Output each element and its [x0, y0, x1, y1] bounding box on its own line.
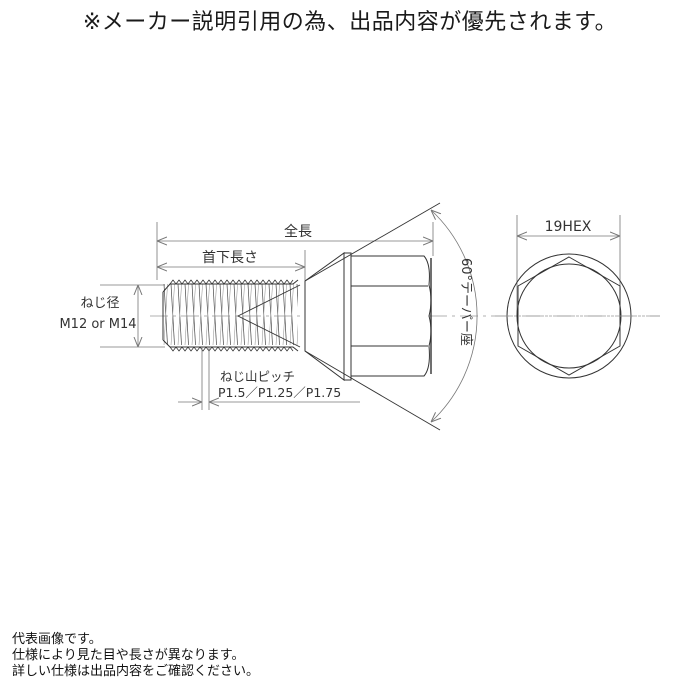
- under-head-length-dimension: 首下長さ: [157, 250, 306, 281]
- under-head-length-label: 首下長さ: [202, 250, 258, 266]
- thread-diameter-label: ねじ径: [80, 296, 119, 311]
- thread-pitch-dimension: ねじ山ピッチ P1.5／P1.25／P1.75: [178, 347, 360, 410]
- taper-seat-label: 60°テーパー座: [458, 258, 473, 346]
- manufacturer-notice: ※メーカー説明引用の為、出品内容が優先されます。: [82, 10, 618, 35]
- thread-pitch-label: ねじ山ピッチ: [220, 369, 295, 384]
- footer-line: 詳しい仕様は出品内容をご確認ください。: [12, 664, 260, 679]
- bolt-shank: [162, 279, 301, 352]
- footer-line: 代表画像です。: [12, 632, 102, 647]
- overall-length-label: 全長: [284, 223, 312, 240]
- thread-diameter-dimension: ねじ径 M12 or M14: [59, 284, 165, 348]
- thread-pitch-value: P1.5／P1.25／P1.75: [218, 385, 341, 400]
- footer-line: 仕様により見た目や長さが異なります。: [12, 648, 245, 663]
- thread-diameter-value: M12 or M14: [59, 317, 136, 332]
- hex-size-label: 19HEX: [545, 219, 592, 235]
- bolt-head: [304, 252, 432, 381]
- hex-end-view: 19HEX: [495, 215, 660, 379]
- footer-disclaimer: 代表画像です。 仕様により見た目や長さが異なります。 詳しい仕様は出品内容をご確…: [12, 632, 259, 680]
- taper-angle-dimension: 60°テーパー座: [304, 202, 478, 431]
